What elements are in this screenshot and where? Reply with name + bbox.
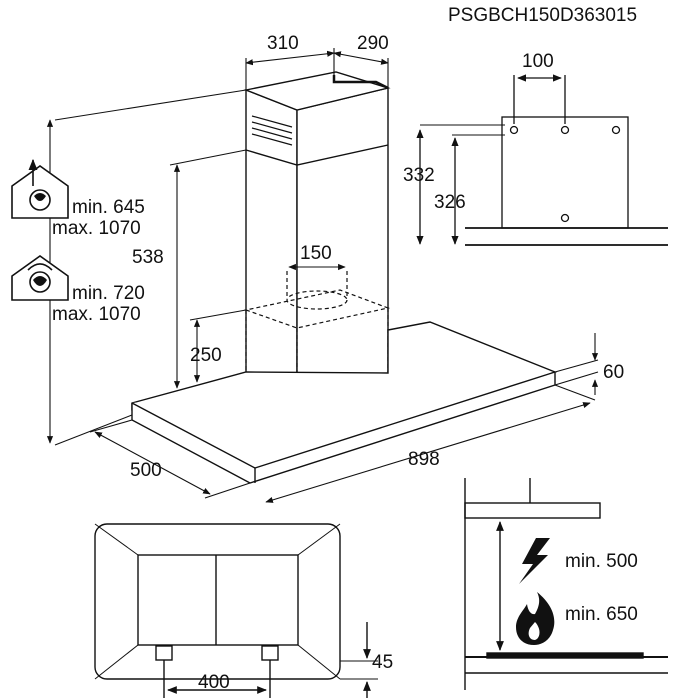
ducted-max: max. 1070 (52, 218, 141, 239)
chimney-front (296, 87, 389, 396)
chimney-outer (245, 88, 298, 397)
ducted-min: min. 645 (72, 197, 145, 218)
light-right (261, 645, 279, 661)
lightning-icon (519, 538, 550, 584)
hob-surface (486, 652, 644, 659)
ducted-house-icon (11, 158, 69, 219)
bottom-view-drawing (94, 523, 378, 698)
vent-grille (251, 115, 293, 146)
dim-canopy-depth: 500 (130, 460, 162, 481)
dim-chimney-height: 538 (132, 247, 164, 268)
dim-filter-spacing: 400 (198, 672, 230, 693)
flame-icon (516, 592, 555, 645)
dim-canopy-thickness: 60 (603, 362, 624, 383)
hood-drawing (54, 71, 558, 484)
dim-canopy-width: 898 (408, 449, 440, 470)
recirc-min: min. 720 (72, 283, 145, 304)
clearance-electric: min. 500 (565, 551, 638, 572)
dim-hole-spacing: 100 (522, 51, 554, 72)
dim-chimney-width: 310 (267, 33, 299, 54)
dim-outlet-diameter: 150 (300, 243, 332, 264)
dim-bracket-height-outer: 332 (403, 165, 435, 186)
bracket-drawing (416, 74, 668, 246)
model-code: PSGBCH150D363015 (448, 5, 637, 26)
hood-side (464, 502, 601, 519)
dim-motor-height: 250 (190, 345, 222, 366)
light-left (155, 645, 173, 661)
hood-underside (94, 523, 341, 680)
dim-chimney-depth: 290 (357, 33, 389, 54)
recirc-max: max. 1070 (52, 304, 141, 325)
dim-bracket-height-inner: 326 (434, 192, 466, 213)
dim-edge-offset: 45 (372, 652, 393, 673)
recirculation-house-icon (11, 255, 69, 301)
clearance-gas: min. 650 (565, 604, 638, 625)
clearance-drawing (464, 478, 668, 690)
